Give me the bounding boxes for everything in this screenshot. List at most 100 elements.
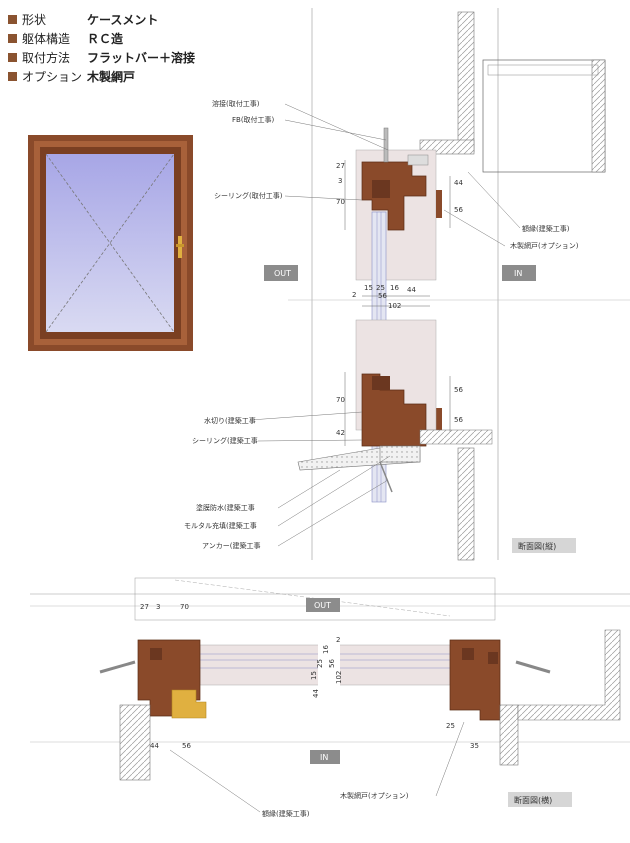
- screen-right: [488, 652, 498, 664]
- bullet-square-icon: [8, 34, 17, 43]
- label-sealing-bottom: シーリング(建築工事: [192, 436, 258, 445]
- frame-wood-top: [361, 161, 427, 231]
- label-sealing-top: シーリング(取付工事): [214, 191, 283, 200]
- dim-16: 16: [322, 645, 330, 654]
- anchor: [379, 461, 393, 493]
- spec-list: 形状 ケースメント 躯体構造 ＲＣ造 取付方法 フラットバー＋溶接 オプション …: [8, 10, 195, 86]
- label-screen: 木製網戸(オプション): [340, 791, 409, 800]
- out-badge-text: OUT: [274, 269, 291, 278]
- handle-icon: [171, 689, 207, 719]
- dim-16: 16: [390, 284, 399, 292]
- label-water-drip: 水切り(建築工事: [204, 416, 256, 425]
- window-elevation: [28, 135, 193, 351]
- caption-vertical: 断面図(縦): [518, 541, 556, 551]
- bullet-square-icon: [8, 72, 17, 81]
- sash-detail-left: [150, 648, 162, 660]
- leader-line: [467, 171, 521, 229]
- label-screen: 木製網戸(オプション): [510, 241, 579, 250]
- spec-label: 躯体構造: [22, 32, 71, 46]
- break-gap: [318, 640, 340, 690]
- head-outline: [134, 577, 496, 621]
- dim-70: 70: [180, 603, 189, 611]
- leader-line: [435, 721, 465, 797]
- concrete-return: [517, 629, 621, 721]
- opening-indicator: [45, 242, 175, 333]
- out-badge: [306, 598, 340, 612]
- leader-line: [443, 209, 506, 247]
- out-badge-text: OUT: [314, 601, 331, 610]
- label-frame-trim: 額縁(建築工事): [522, 224, 570, 233]
- flat-bar: [383, 127, 389, 163]
- dim-70: 70: [336, 198, 345, 206]
- dim-15: 15: [310, 671, 318, 680]
- spec-row-shape: 形状 ケースメント: [8, 10, 195, 29]
- dim-25b: 25: [446, 722, 455, 730]
- concrete-wall-right: [499, 704, 519, 766]
- label-weld: 溶接(取付工事): [212, 99, 260, 108]
- dim-56: 56: [328, 659, 336, 668]
- sash-wood-bottom: [372, 376, 390, 390]
- screen-frame-bottom: [436, 408, 442, 432]
- dim-2: 2: [352, 291, 356, 299]
- dim-56: 56: [454, 206, 463, 214]
- dim-27: 27: [140, 603, 149, 611]
- bullet-square-icon: [8, 15, 17, 24]
- dim-44b: 44: [150, 742, 159, 750]
- spec-label: 形状: [22, 13, 47, 27]
- interior-box: [482, 59, 606, 173]
- leader-line: [249, 411, 363, 421]
- dim-56c: 56: [454, 386, 463, 394]
- label-frame-trim: 額縁(建築工事): [262, 809, 310, 818]
- dim-44: 44: [312, 689, 320, 698]
- dim-56b: 56: [182, 742, 191, 750]
- dim-27: 27: [336, 162, 345, 170]
- vertical-section: 27 3 70 44 56 15 25 16 2 56 44 102 70 42…: [184, 8, 630, 561]
- interior-detail: [487, 64, 599, 76]
- label-mortar: モルタル充填(建築工事: [184, 521, 257, 530]
- dim-70b: 70: [336, 396, 345, 404]
- weld-plate: [407, 154, 429, 166]
- dim-2: 2: [336, 636, 340, 644]
- dim-56d: 56: [454, 416, 463, 424]
- spec-value: ＲＣ造: [87, 32, 124, 46]
- dim-25: 25: [316, 659, 324, 668]
- dim-25: 25: [376, 284, 385, 292]
- label-fb: FB(取付工事): [232, 115, 275, 124]
- leader-line: [284, 195, 363, 201]
- dim-44-right: 44: [407, 286, 416, 294]
- in-badge: [310, 750, 340, 764]
- spec-label: オプション: [22, 70, 83, 84]
- spec-value: 木製網戸: [87, 70, 136, 84]
- horizontal-section: 27 3 70 2 15 25 16 56 102 44 44 56 25 35…: [30, 577, 630, 818]
- mortar-fill: [379, 445, 421, 463]
- dim-42: 42: [336, 429, 345, 437]
- in-badge-text: IN: [320, 753, 328, 762]
- bullet-square-icon: [8, 53, 17, 62]
- spec-row-method: 取付方法 フラットバー＋溶接: [8, 48, 195, 67]
- handle-lever: [176, 244, 184, 247]
- flat-bar-left: [99, 660, 136, 674]
- leader-line: [284, 119, 387, 141]
- caption-badge: [508, 792, 572, 807]
- screen-frame-top: [436, 190, 442, 218]
- dim-102: 102: [388, 302, 401, 310]
- interior-wall: [591, 59, 606, 173]
- spec-row-option: オプション 木製網戸: [8, 67, 195, 86]
- dim-3: 3: [156, 603, 160, 611]
- label-anchor: アンカー(建築工事: [202, 541, 260, 550]
- spec-row-structure: 躯体構造 ＲＣ造: [8, 29, 195, 48]
- label-membrane: 塗膜防水(建築工事: [196, 503, 255, 512]
- sash-detail-right: [462, 648, 474, 660]
- spec-value: フラットバー＋溶接: [87, 51, 196, 65]
- concrete-wall-left: [119, 704, 151, 781]
- caption-badge: [512, 538, 576, 553]
- flat-bar-right: [515, 660, 551, 674]
- leader-line: [257, 439, 363, 442]
- sash-wood-top: [372, 180, 390, 198]
- out-badge: [264, 265, 298, 281]
- opening-indicator: [45, 153, 175, 244]
- dim-3: 3: [338, 177, 342, 185]
- concrete-wall-bottom: [457, 447, 475, 561]
- dim-102: 102: [335, 671, 343, 684]
